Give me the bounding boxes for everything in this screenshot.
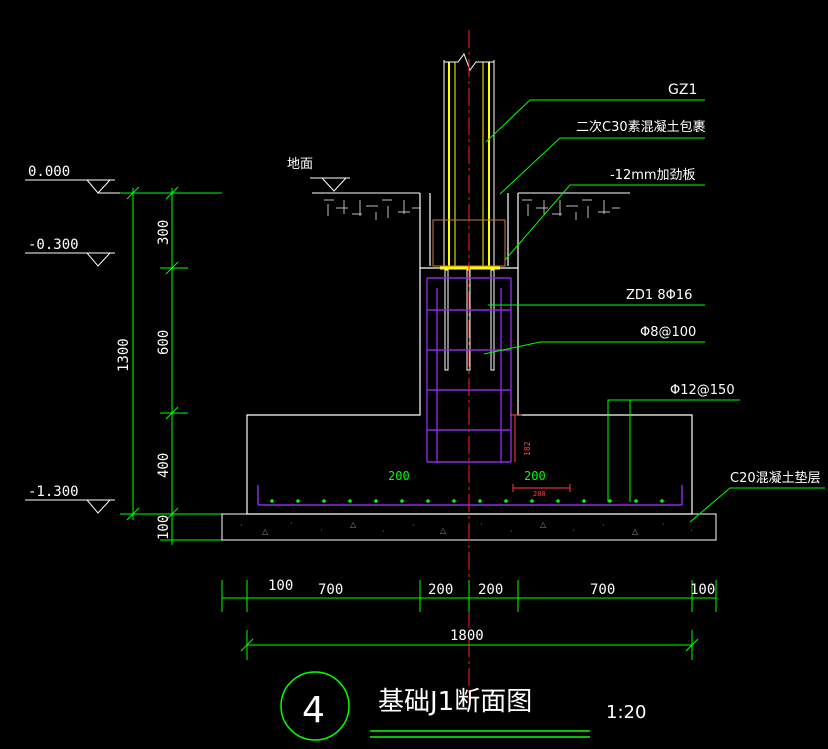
svg-text:△: △ (440, 526, 447, 535)
svg-text:△: △ (632, 527, 639, 536)
soil-hatch (324, 199, 620, 220)
elevation-minus-0-3: -0.300 (28, 237, 79, 253)
dim-small-200: 200 (533, 490, 546, 498)
bottom-dimension-lines (221, 580, 717, 660)
svg-text:·: · (320, 526, 323, 535)
dim-600: 600 (156, 330, 172, 355)
dim-total-1800: 1800 (450, 628, 484, 644)
callout-stirrup: Φ8@100 (640, 325, 696, 340)
inner-dimension-lines (510, 414, 571, 492)
detail-number: 4 (302, 690, 325, 731)
ground-label: 地面 (287, 157, 313, 172)
bottom-rebar-dots (270, 499, 664, 503)
elevation-minus-1-3: -1.300 (28, 484, 79, 500)
callout-plate: -12mm加劲板 (610, 168, 696, 183)
drawing-title: 基础J1断面图 (378, 687, 532, 717)
svg-text:·: · (662, 520, 665, 529)
elevation-0: 0.000 (28, 164, 70, 180)
dim-seg-2: 200 (428, 582, 453, 598)
callout-cushion: C20混凝土垫层 (730, 470, 821, 486)
ground-surface (310, 177, 630, 194)
left-dimension-lines (120, 186, 222, 545)
dim-right-200: 200 (524, 469, 546, 483)
dim-seg-1: 700 (318, 582, 343, 598)
callout-encase: 二次C30素混凝土包裹 (576, 119, 706, 135)
dim-left-200: 200 (388, 469, 410, 483)
anchor-bolts (444, 269, 495, 371)
dim-400: 400 (156, 453, 172, 478)
svg-text:·: · (510, 527, 513, 536)
svg-text:△: △ (540, 520, 547, 529)
svg-text:·: · (240, 521, 243, 530)
callout-leaders (483, 99, 825, 523)
steel-column (432, 52, 506, 270)
dim-seg-0: 100 (268, 578, 293, 594)
callout-bottom-bar: Φ12@150 (670, 383, 735, 398)
dim-seg-5: 100 (690, 582, 715, 598)
svg-text:·: · (412, 521, 415, 530)
svg-text:·: · (480, 520, 483, 529)
callout-gz1: GZ1 (668, 82, 697, 98)
dim-seg-4: 700 (590, 582, 615, 598)
svg-text:·: · (690, 526, 693, 535)
drawing-scale: 1:20 (606, 702, 646, 723)
dim-seg-3: 200 (478, 582, 503, 598)
dim-182: 182 (523, 441, 532, 456)
svg-text:·: · (382, 527, 385, 536)
svg-text:·: · (572, 526, 575, 535)
title-block (280, 671, 590, 741)
svg-text:·: · (602, 521, 605, 530)
dim-1300: 1300 (116, 338, 132, 372)
svg-text:△: △ (262, 527, 269, 536)
dim-100: 100 (156, 515, 172, 540)
dim-300: 300 (156, 220, 172, 245)
svg-text:△: △ (350, 520, 357, 529)
svg-text:·: · (290, 519, 293, 528)
callout-zd1: ZD1 8Φ16 (626, 288, 692, 303)
